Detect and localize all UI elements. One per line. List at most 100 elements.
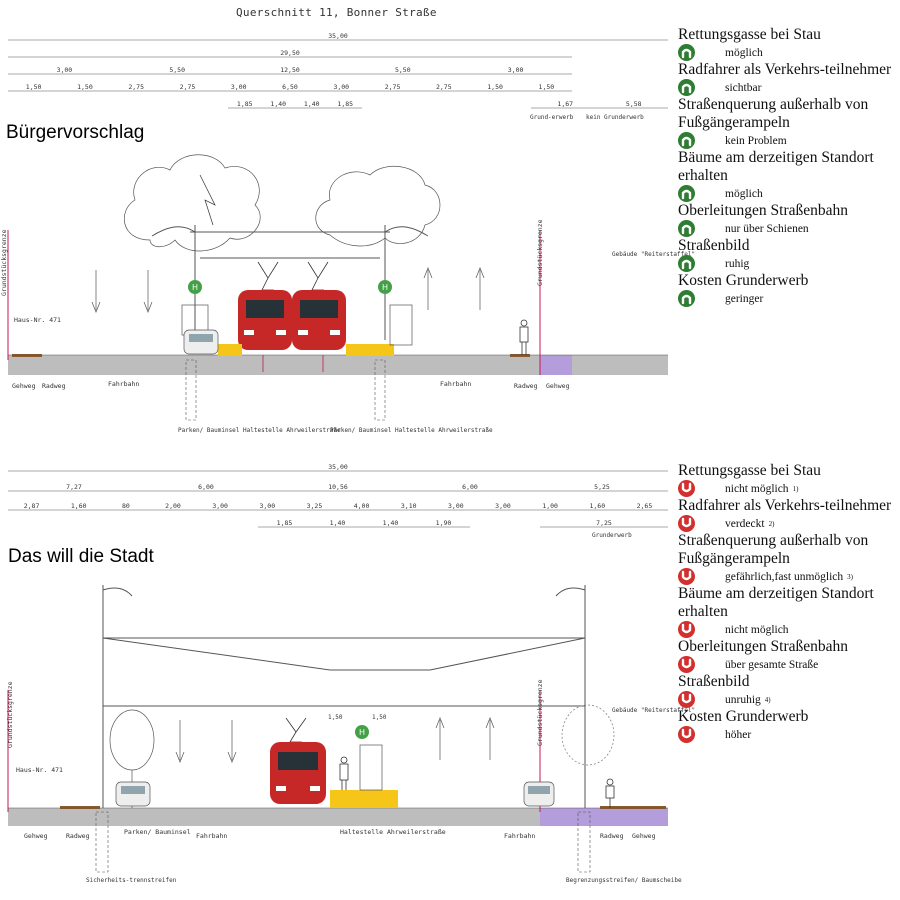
top-r5-dim-1: 1,40: [270, 100, 286, 108]
heading-stadt: Das will die Stadt: [8, 546, 154, 567]
bot-r3-dim-13: 2,65: [637, 502, 653, 510]
svg-text:Fahrbahn: Fahrbahn: [108, 380, 139, 388]
criterion-footnote: 2): [768, 519, 775, 528]
top-dimensions: [8, 39, 668, 109]
svg-text:Fahrbahn: Fahrbahn: [504, 832, 535, 840]
bot-r2-dim-3: 6,00: [462, 483, 478, 491]
criterion-6: Kosten Grunderwerb geringer: [678, 272, 900, 307]
criterion-row: höher: [678, 726, 900, 743]
svg-text:Parken/ Bauminsel Haltestelle: Parken/ Bauminsel Haltestelle Ahrweilers…: [178, 427, 341, 434]
grunderwerb-area: [540, 355, 572, 375]
platform-right: [346, 344, 394, 356]
bot-r3-dim-2: 80: [122, 502, 130, 510]
top-r3-dim-4: 3,00: [508, 66, 524, 74]
criterion-4: Oberleitungen Straßenbahn nur über Schien…: [678, 202, 900, 237]
criterion-value: nur über Schienen: [725, 222, 809, 235]
shelter-right: [389, 304, 413, 346]
bot-r3-dim-10: 3,00: [495, 502, 511, 510]
bot-r2-dim-1: 6,00: [198, 483, 214, 491]
criterion-value: möglich: [725, 187, 763, 200]
criterion-title: Bäume am derzeitigen Standort erhalten: [678, 149, 874, 184]
road-surface: [8, 355, 668, 375]
svg-text:1,50: 1,50: [372, 714, 387, 721]
criterion-row: nur über Schienen: [678, 220, 900, 237]
svg-text:Grundstücksgrenze: Grundstücksgrenze: [536, 679, 544, 746]
tram-right: [292, 290, 346, 350]
car-bottom-right: [523, 781, 555, 807]
section-title: Querschnitt 11, Bonner Straße: [236, 6, 437, 19]
criterion-title: Oberleitungen Straßenbahn: [678, 202, 849, 219]
criterion-value: kein Problem: [725, 134, 787, 147]
criterion-3: Bäume am derzeitigen Standort erhalten mö…: [678, 149, 900, 202]
top-r5b-dim-1: 5,58: [626, 100, 642, 108]
criterion-title: Rettungsgasse bei Stau: [678, 462, 821, 479]
thumb-down-icon: [678, 656, 695, 673]
top-section: H H: [7, 154, 668, 421]
svg-text:kein Grunderwerb: kein Grunderwerb: [586, 114, 644, 121]
bot-r3-dim-12: 1,60: [589, 502, 605, 510]
svg-text:Parken/ Bauminsel Haltestelle: Parken/ Bauminsel Haltestelle Ahrweilers…: [330, 427, 493, 434]
thumb-down-icon: [678, 621, 695, 638]
top-r5-dim-2: 1,40: [304, 100, 320, 108]
bot-r2-dim-0: 7,27: [66, 483, 82, 491]
bot-r3-dim-9: 3,00: [448, 502, 464, 510]
criterion-row: nicht möglich: [678, 621, 900, 638]
heading-buergervorschlag: Bürgervorschlag: [6, 122, 145, 143]
bot-r3-dim-8: 3,10: [401, 502, 417, 510]
svg-text:Grundstücksgrenze: Grundstücksgrenze: [0, 229, 8, 296]
top-r4-dim-1: 1,50: [77, 83, 93, 91]
svg-text:1,50: 1,50: [328, 714, 343, 721]
stop-sign-bottom: H: [355, 725, 369, 739]
criterion-row: möglich: [678, 44, 900, 61]
svg-text:Gehweg: Gehweg: [24, 832, 48, 840]
svg-text:Fahrbahn: Fahrbahn: [440, 380, 471, 388]
svg-text:Haus-Nr. 471: Haus-Nr. 471: [14, 316, 61, 324]
thumb-up-icon: [678, 132, 695, 149]
top-r4-dim-4: 3,00: [231, 83, 247, 91]
bot-r2-dim-4: 5,25: [594, 483, 610, 491]
criterion-title: Kosten Grunderwerb: [678, 708, 809, 725]
bot-r4-dim-1: 1,40: [330, 519, 346, 527]
svg-text:Fahrbahn: Fahrbahn: [196, 832, 227, 840]
criterion-2: Straßenquerung außerhalb von Fußgängeram…: [678, 96, 900, 149]
svg-text:Radweg: Radweg: [600, 832, 624, 840]
criterion-value: geringer: [725, 292, 764, 305]
svg-text:Grundstücksgrenze: Grundstücksgrenze: [6, 681, 14, 748]
top-r3-dim-2: 12,50: [280, 66, 300, 74]
criterion-row: möglich: [678, 185, 900, 202]
car-bottom-left: [115, 781, 151, 807]
top-r4-dim-3: 2,75: [180, 83, 196, 91]
bot-r3-dim-3: 2,00: [165, 502, 181, 510]
pedestrian-top: [519, 319, 529, 355]
criterion-value: verdeckt: [725, 517, 765, 530]
svg-text:Gebäude "Reiterstaffel": Gebäude "Reiterstaffel": [612, 707, 695, 714]
criterion-row: über gesamte Straße: [678, 656, 900, 673]
thumb-down-icon: [678, 515, 695, 532]
criterion-title: Kosten Grunderwerb: [678, 272, 809, 289]
bot-r4-dim-3: 1,90: [436, 519, 452, 527]
thumb-down-icon: [678, 568, 695, 585]
bot-r3-dim-1: 1,60: [71, 502, 87, 510]
top-r4-dim-5: 6,50: [282, 83, 298, 91]
bot-r3-dim-5: 3,00: [259, 502, 275, 510]
cyclist-bottom: [605, 778, 615, 808]
criterion-value: sichtbar: [725, 81, 762, 94]
bottom-section: H: [7, 585, 668, 873]
top-r5-dim-3: 1,85: [337, 100, 353, 108]
svg-text:Radweg: Radweg: [514, 382, 538, 390]
thumb-down-icon: [678, 691, 695, 708]
thumb-up-icon: [678, 44, 695, 61]
tree-right: [315, 166, 441, 247]
bot-r3-dim-0: 2,87: [24, 502, 40, 510]
